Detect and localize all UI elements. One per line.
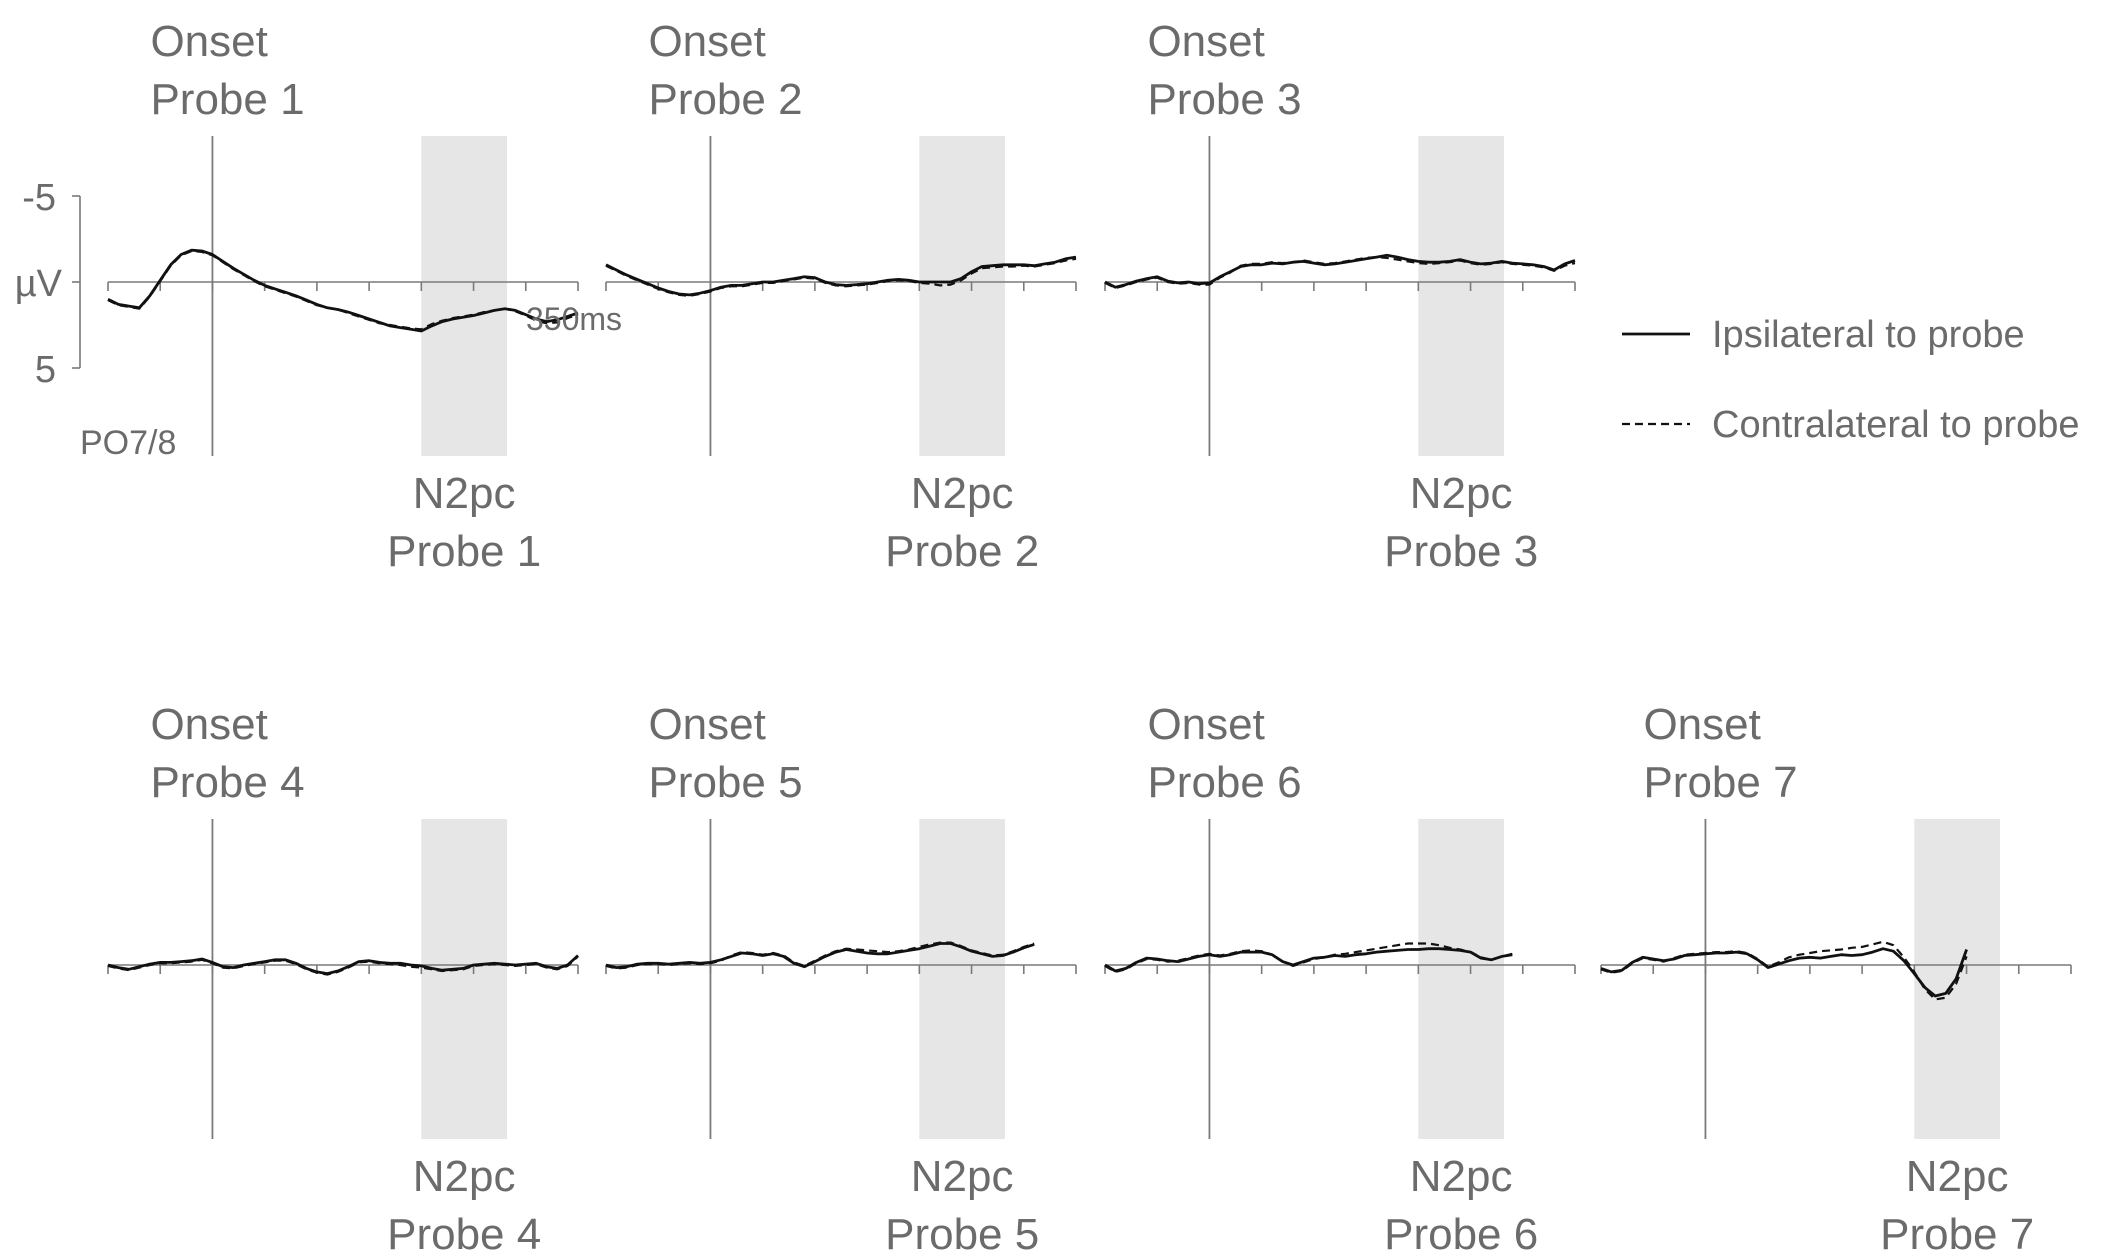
time-label: 350ms <box>526 301 622 337</box>
contralateral-trace <box>107 955 579 976</box>
n2pc-window <box>919 136 1005 456</box>
legend-label: Ipsilateral to probe <box>1712 314 2025 356</box>
onset-label: Onset <box>1147 700 1264 749</box>
onset-probe-label: Probe 7 <box>1643 758 1797 807</box>
onset-label: Onset <box>648 700 765 749</box>
onset-label: Onset <box>1147 17 1264 66</box>
onset-label: Onset <box>150 17 267 66</box>
onset-probe-label: Probe 5 <box>648 758 802 807</box>
n2pc-probe-label: Probe 6 <box>1384 1210 1538 1257</box>
ipsilateral-trace <box>1600 947 1968 998</box>
onset-probe-label: Probe 3 <box>1147 75 1301 124</box>
n2pc-label: N2pc <box>911 469 1014 518</box>
ipsilateral-trace <box>605 255 1077 297</box>
contralateral-trace <box>605 257 1077 297</box>
onset-probe-label: Probe 4 <box>150 758 304 807</box>
contralateral-trace <box>605 941 1035 970</box>
n2pc-probe-label: Probe 4 <box>387 1210 541 1257</box>
n2pc-probe-label: Probe 1 <box>387 527 541 576</box>
n2pc-probe-label: Probe 3 <box>1384 527 1538 576</box>
onset-label: Onset <box>150 700 267 749</box>
n2pc-probe-label: Probe 2 <box>885 527 1039 576</box>
y-tick-label: 5 <box>35 349 56 391</box>
y-tick-label: -5 <box>22 177 56 219</box>
n2pc-label: N2pc <box>413 469 516 518</box>
n2pc-probe-label: Probe 5 <box>885 1210 1039 1257</box>
contralateral-trace <box>1104 942 1513 973</box>
y-unit-label: µV <box>15 263 63 305</box>
n2pc-window <box>919 819 1005 1139</box>
legend-label: Contralateral to probe <box>1712 404 2080 446</box>
contralateral-trace <box>107 249 579 331</box>
contralateral-trace <box>1104 256 1576 290</box>
onset-probe-label: Probe 6 <box>1147 758 1301 807</box>
n2pc-window <box>1418 136 1504 456</box>
n2pc-label: N2pc <box>911 1152 1014 1201</box>
n2pc-label: N2pc <box>413 1152 516 1201</box>
onset-probe-label: Probe 2 <box>648 75 802 124</box>
n2pc-window <box>1418 819 1504 1139</box>
n2pc-window <box>421 819 507 1139</box>
onset-label: Onset <box>648 17 765 66</box>
n2pc-probe-label: Probe 7 <box>1880 1210 2034 1257</box>
n2pc-label: N2pc <box>1906 1152 2009 1201</box>
contralateral-trace <box>1600 940 1968 1001</box>
ipsilateral-trace <box>107 248 579 333</box>
n2pc-label: N2pc <box>1410 469 1513 518</box>
onset-label: Onset <box>1643 700 1760 749</box>
n2pc-window <box>421 136 507 456</box>
electrode-label: PO7/8 <box>80 424 176 462</box>
n2pc-label: N2pc <box>1410 1152 1513 1201</box>
onset-probe-label: Probe 1 <box>150 75 304 124</box>
